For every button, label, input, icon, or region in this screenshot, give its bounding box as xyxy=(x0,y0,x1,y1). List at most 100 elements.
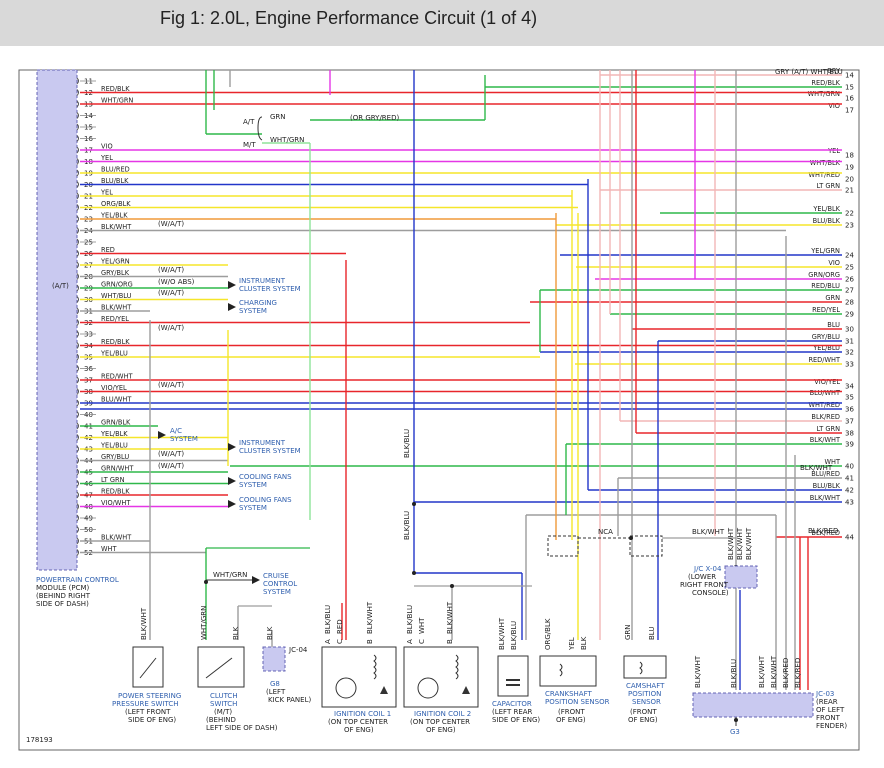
capacitor-loc-line: SIDE OF ENG) xyxy=(492,716,540,724)
horizontal-wires xyxy=(80,74,842,554)
pcm-pin-bracket xyxy=(76,204,79,211)
blkred-top-label: BLK/RED xyxy=(808,527,838,535)
ps-name-line: PRESSURE SWITCH xyxy=(112,700,178,708)
right-pin-number: 24 xyxy=(845,252,854,260)
jcx04-wire-3: BLK/WHT xyxy=(745,527,753,560)
crank-name-line: POSITION SENSOR xyxy=(545,698,610,706)
camshaft-sensor-box xyxy=(623,655,667,679)
coil2-loc-line: (ON TOP CENTER xyxy=(410,718,470,726)
pcm-wire-labels: RED/BLKWHT/GRNVIOYELBLU/REDBLU/BLKYELORG… xyxy=(100,85,134,553)
coil2-name: IGNITION COIL 2 xyxy=(414,710,471,718)
clutch-name-line: CLUTCH xyxy=(210,692,238,700)
pcm-pin-bracket xyxy=(76,399,79,407)
pcm-name-1: POWERTRAIN CONTROL xyxy=(36,576,119,584)
right-wire-label: BLU/BLK xyxy=(813,482,841,490)
coil1-loc-line: (ON TOP CENTER xyxy=(328,718,388,726)
jcx04-name: J/C X-04 xyxy=(693,565,722,573)
jc03-wire-label: BLK/WHT xyxy=(758,655,766,688)
jcx04-wire-2: BLK/WHT xyxy=(736,527,744,560)
pcm-wire-label: YEL xyxy=(100,154,113,162)
jcx04-loc-line: RIGHT FRONT xyxy=(680,581,729,589)
system-label-line: SYSTEM xyxy=(263,588,291,596)
pcm-pin-bracket xyxy=(76,376,79,384)
note-mt: M/T xyxy=(243,141,256,149)
right-wire-label: WHT/BLK xyxy=(810,159,841,167)
ps-switch-contact xyxy=(139,657,157,679)
clutch-name-line: SWITCH xyxy=(210,700,237,708)
jc03-wire-label: BLK/BLU xyxy=(730,659,738,688)
system-label-line: CHARGING xyxy=(239,299,277,307)
crank-coil xyxy=(559,663,563,677)
pcm-pin-bracket xyxy=(76,77,79,85)
right-wire-label: WHT/GRN xyxy=(808,90,840,98)
cam-loc-line: (FRONT xyxy=(630,708,657,716)
coil2-pin-b: B xyxy=(446,639,454,644)
pcm-pin-bracket xyxy=(76,388,79,395)
crank-wire-2: YEL xyxy=(568,637,576,651)
pcm-pin-bracket xyxy=(76,422,79,430)
cam-name-line: POSITION xyxy=(628,690,661,698)
pcm-wire-label: GRN/WHT xyxy=(101,465,134,473)
pcm-pin-bracket xyxy=(76,238,79,246)
g8-label: G8 xyxy=(270,680,280,688)
pcm-pin-bracket xyxy=(76,146,79,154)
g3-dot xyxy=(734,718,738,722)
right-pin-number: 19 xyxy=(845,164,854,172)
pcm-wire-label: YEL xyxy=(100,189,113,197)
pcm-wire-label: RED/YEL xyxy=(101,315,129,323)
right-wire-label: BLK/WHT xyxy=(810,436,841,444)
pcm-wire-label: WHT/BLU xyxy=(101,292,132,300)
pcm-wire-label: YEL/BLK xyxy=(100,430,128,438)
pcm-wire-label: GRY/BLK xyxy=(101,269,130,277)
crank-name-line: CRANKSHAFT xyxy=(545,690,592,698)
pcm-pin-bracket xyxy=(76,330,79,338)
right-wire-label: BLU/BLK xyxy=(813,217,841,225)
jc03-name: JC-03 xyxy=(815,690,834,698)
pcm-pin-bracket xyxy=(76,434,79,441)
pcm-wire-label: GRY/BLU xyxy=(101,453,129,461)
cam-name-line: SENSOR xyxy=(632,698,661,706)
pcm-pin-bracket xyxy=(76,319,79,326)
pcm-pin-number: 25 xyxy=(84,239,93,247)
right-wire-label: BLK/RED xyxy=(811,529,840,537)
right-pin-number: 35 xyxy=(845,394,854,402)
right-wire-label: VIO xyxy=(828,102,840,110)
capacitor-name: CAPACITOR xyxy=(492,700,532,708)
pcm-pin-bracket xyxy=(76,503,79,510)
right-pin-number: 33 xyxy=(845,361,854,369)
right-pin-number: 40 xyxy=(845,463,854,471)
right-pin-number: 30 xyxy=(845,326,854,334)
figure-code: 178193 xyxy=(26,736,53,744)
jc04-label: JC-04 xyxy=(288,646,308,654)
jc03-wire-label: BLK/RED xyxy=(782,658,790,688)
right-wire-label: BLU/RED xyxy=(811,470,840,478)
pcm-wire-label: WHT/GRN xyxy=(101,97,133,105)
capacitor-loc-line: (LEFT REAR xyxy=(492,708,533,716)
pcm-wire-label: WHT xyxy=(101,545,117,553)
right-pin-number: 29 xyxy=(845,311,854,319)
pcm-pin-number: 49 xyxy=(84,515,93,523)
crank-wire-1: ORG/BLK xyxy=(544,618,552,650)
pcm-pin-bracket xyxy=(76,457,79,464)
right-pin-number: 15 xyxy=(845,84,854,92)
coil2-diode xyxy=(462,686,470,694)
pcm-pin-number: 36 xyxy=(84,365,93,373)
pcm-wire-label: RED xyxy=(101,246,115,254)
note-or-gry-red: (OR GRY/RED) xyxy=(350,114,399,122)
pcm-wire-label: VIO/YEL xyxy=(101,384,127,392)
crank-loc-line: OF ENG) xyxy=(556,716,586,724)
jcx04-box xyxy=(724,565,758,589)
blkwht-top-label: BLK/WHT xyxy=(800,464,833,472)
note-wat-5: (W/A/T) xyxy=(158,381,184,389)
vertical-wires xyxy=(149,70,809,690)
clutch-loc-line: LEFT SIDE OF DASH) xyxy=(206,724,278,732)
coil1-diode xyxy=(380,686,388,694)
system-label-line: CLUSTER SYSTEM xyxy=(239,285,301,293)
right-wire-label: GRN xyxy=(825,294,840,302)
right-wire-label: BLU/WHT xyxy=(810,389,841,397)
pcm-pin-number: 40 xyxy=(84,411,93,419)
